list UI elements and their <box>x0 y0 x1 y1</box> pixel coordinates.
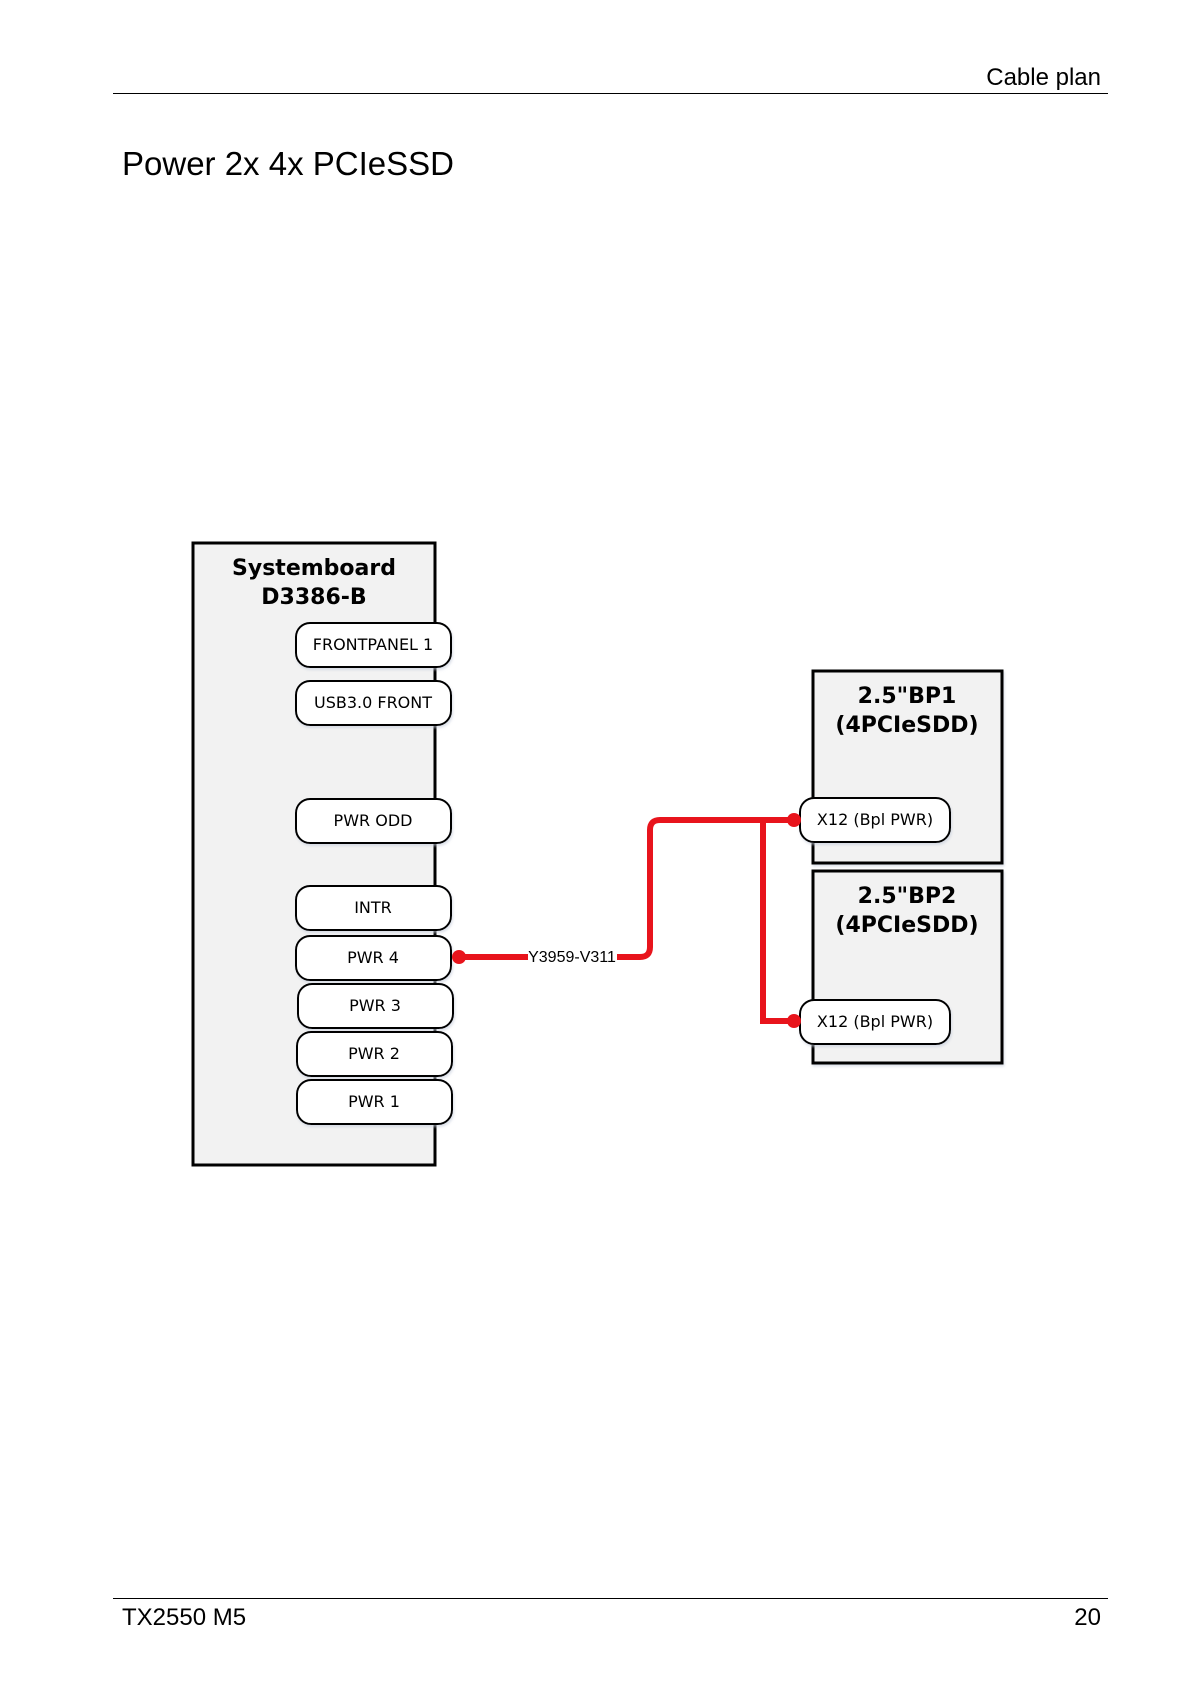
footer-page-number: 20 <box>1074 1604 1101 1632</box>
connector-label: INTR <box>354 898 392 917</box>
connector-pwr-1: PWR 1 <box>297 1080 452 1124</box>
connector-label: FRONTPANEL 1 <box>313 635 433 654</box>
connector-bp1-x12: X12 (Bpl PWR) <box>800 798 950 842</box>
cable-endpoint-bp1 <box>787 813 801 827</box>
connector-intr: INTR <box>296 886 451 930</box>
cable-label: Y3959-V311 <box>528 949 616 966</box>
connector-bp2-x12: X12 (Bpl PWR) <box>800 1000 950 1044</box>
connector-label: PWR ODD <box>334 811 413 830</box>
connector-label: X12 (Bpl PWR) <box>817 1012 933 1031</box>
bp2-title-line2: (4PCIeSDD) <box>835 913 978 938</box>
bp1-title-line2: (4PCIeSDD) <box>835 713 978 738</box>
cable-branch <box>763 820 794 1021</box>
systemboard-title-line1: Systemboard <box>232 556 396 581</box>
cable-endpoint-bp2 <box>787 1014 801 1028</box>
cable-endpoint-pwr4 <box>452 950 466 964</box>
footer-model: TX2550 M5 <box>122 1604 246 1632</box>
connector-label: PWR 4 <box>347 948 399 967</box>
footer-rule <box>113 1598 1108 1599</box>
systemboard-title-line2: D3386-B <box>261 585 366 610</box>
connector-pwr-2: PWR 2 <box>297 1032 452 1076</box>
connector-label: PWR 3 <box>349 996 401 1015</box>
cable-segment <box>617 820 794 957</box>
connector-label: PWR 2 <box>348 1044 400 1063</box>
connector-label: USB3.0 FRONT <box>314 693 432 712</box>
connector-label: PWR 1 <box>348 1092 400 1111</box>
connector-pwr-odd: PWR ODD <box>296 799 451 843</box>
cable-y3959-v311: Y3959-V311 <box>452 813 801 1028</box>
connector-pwr-4: PWR 4 <box>296 936 451 980</box>
connector-label: X12 (Bpl PWR) <box>817 810 933 829</box>
connector-usb3-front: USB3.0 FRONT <box>296 681 451 725</box>
connector-pwr-3: PWR 3 <box>298 984 453 1028</box>
connector-frontpanel-1: FRONTPANEL 1 <box>296 623 451 667</box>
bp1-title-line1: 2.5"BP1 <box>858 684 957 709</box>
bp2-title-line1: 2.5"BP2 <box>858 884 957 909</box>
